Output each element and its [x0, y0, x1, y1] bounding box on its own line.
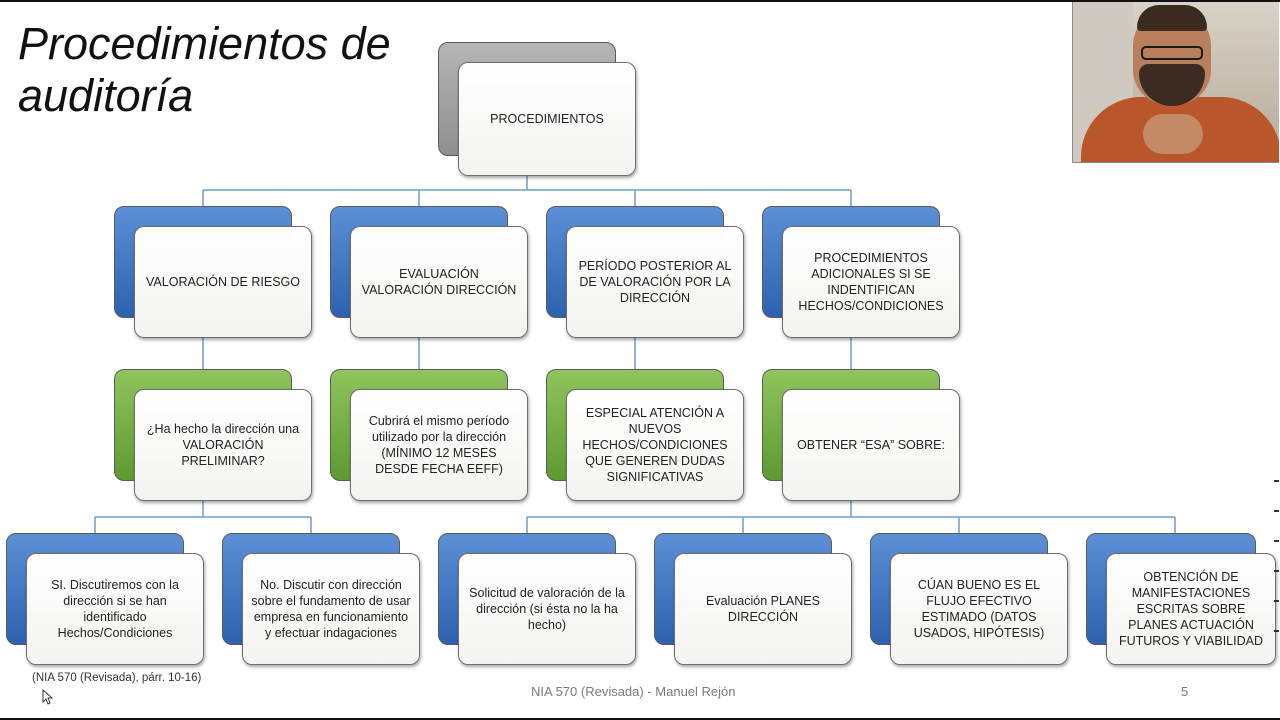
level2-node-obtener-esa: OBTENER “ESA” SOBRE:	[762, 369, 960, 501]
level3-node-si-discutiremos: SI. Discutiremos con la dirección si se …	[6, 533, 204, 665]
level3-node-no-discutir: No. Discutir con dirección sobre el fund…	[222, 533, 420, 665]
level1-label: EVALUACIÓN VALORACIÓN DIRECCIÓN	[350, 226, 528, 338]
level1-node-valoracion-riesgo: VALORACIÓN DE RIESGO	[114, 206, 312, 338]
level2-label: Cubrirá el mismo período utilizado por l…	[350, 389, 528, 501]
level3-label: Solicitud de valoración de la dirección …	[458, 553, 636, 665]
right-edge-marks	[1274, 470, 1280, 670]
level1-node-procedimientos-adicionales: PROCEDIMIENTOS ADICIONALES SI SE INDENTI…	[762, 206, 960, 338]
level2-label: OBTENER “ESA” SOBRE:	[782, 389, 960, 501]
level2-node-especial-atencion: ESPECIAL ATENCIÓN A NUEVOS HECHOS/CONDIC…	[546, 369, 744, 501]
level1-label: PERÍODO POSTERIOR AL DE VALORACIÓN POR L…	[566, 226, 744, 338]
connector-valoracion-level3	[95, 500, 311, 533]
level2-node-valoracion-preliminar: ¿Ha hecho la dirección una VALORACIÓN PR…	[114, 369, 312, 501]
level3-label: OBTENCIÓN DE MANIFESTACIONES ESCRITAS SO…	[1106, 553, 1276, 665]
level2-node-mismo-periodo: Cubrirá el mismo período utilizado por l…	[330, 369, 528, 501]
level1-label: PROCEDIMIENTOS ADICIONALES SI SE INDENTI…	[782, 226, 960, 338]
level3-label: SI. Discutiremos con la dirección si se …	[26, 553, 204, 665]
diagram-root-node: PROCEDIMIENTOS	[438, 42, 636, 176]
level3-node-flujo-efectivo: CÚAN BUENO ES EL FLUJO EFECTIVO ESTIMADO…	[870, 533, 1068, 665]
mouse-cursor-icon	[42, 689, 54, 705]
level1-label: VALORACIÓN DE RIESGO	[134, 226, 312, 338]
connector-level1-level2	[203, 338, 851, 369]
slide-page-number: 5	[1181, 684, 1188, 699]
level2-label: ¿Ha hecho la dirección una VALORACIÓN PR…	[134, 389, 312, 501]
level3-label: CÚAN BUENO ES EL FLUJO EFECTIVO ESTIMADO…	[890, 553, 1068, 665]
level2-label: ESPECIAL ATENCIÓN A NUEVOS HECHOS/CONDIC…	[566, 389, 744, 501]
diagram-root-label: PROCEDIMIENTOS	[458, 62, 636, 176]
level3-node-evaluacion-planes: Evaluación PLANES DIRECCIÓN	[654, 533, 852, 665]
connector-obtener-level3	[527, 500, 1175, 533]
level3-label: No. Discutir con dirección sobre el fund…	[242, 553, 420, 665]
source-footnote: (NIA 570 (Revisada), párr. 10-16)	[32, 672, 201, 684]
level3-node-solicitud-valoracion: Solicitud de valoración de la dirección …	[438, 533, 636, 665]
level3-node-manifestaciones-escritas: OBTENCIÓN DE MANIFESTACIONES ESCRITAS SO…	[1086, 533, 1276, 665]
level1-node-evaluacion-valoracion: EVALUACIÓN VALORACIÓN DIRECCIÓN	[330, 206, 528, 338]
level3-label: Evaluación PLANES DIRECCIÓN	[674, 553, 852, 665]
slide-footer: NIA 570 (Revisada) - Manuel Rejón	[531, 684, 736, 699]
level1-node-periodo-posterior: PERÍODO POSTERIOR AL DE VALORACIÓN POR L…	[546, 206, 744, 338]
webcam-video-overlay	[1072, 2, 1279, 163]
